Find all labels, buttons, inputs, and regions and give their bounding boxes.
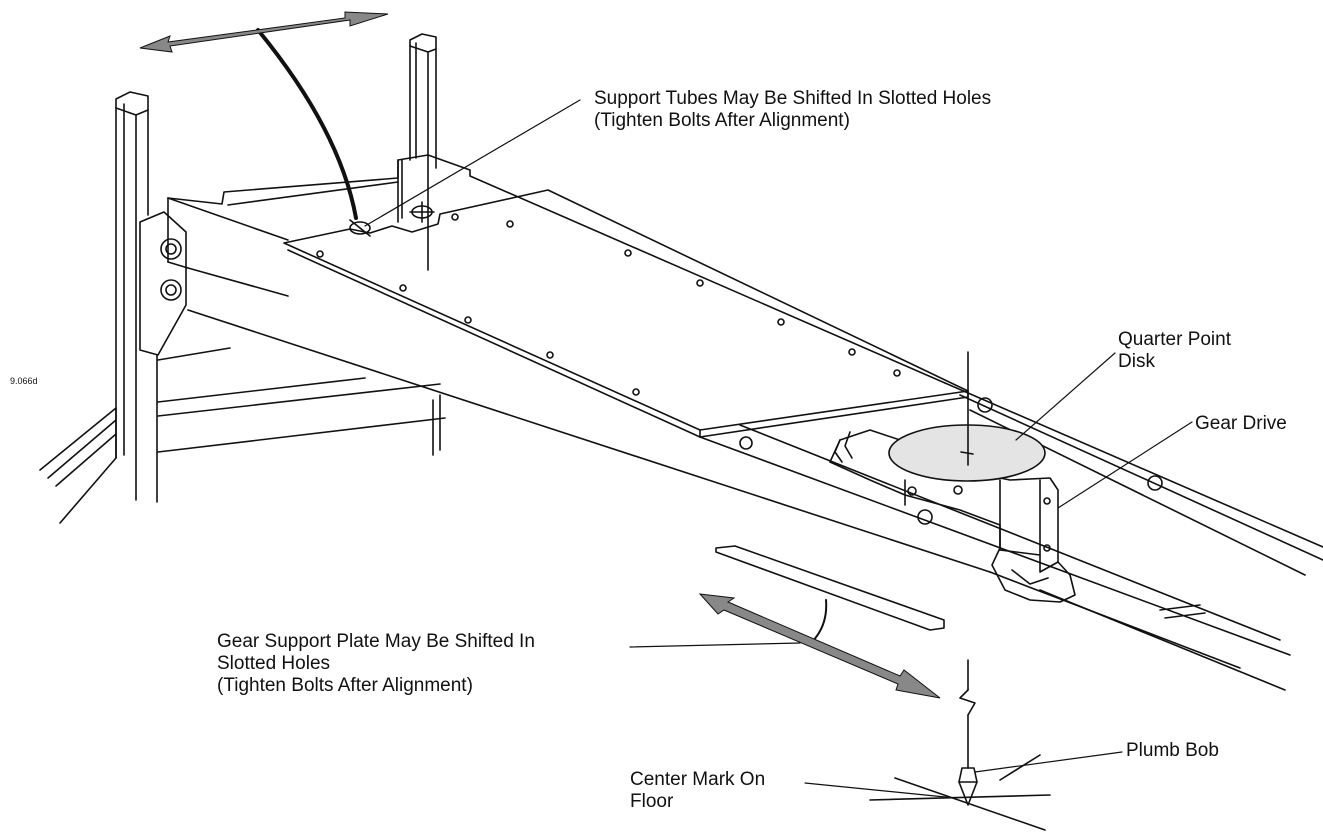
support-tube-bolts bbox=[349, 201, 435, 237]
figure-code: 9.066d bbox=[10, 376, 38, 386]
top-plate bbox=[283, 189, 969, 438]
gear-drive-label: Gear Drive bbox=[1195, 413, 1287, 434]
rear-support-tube bbox=[409, 33, 437, 271]
floor-center-mark bbox=[869, 754, 1051, 831]
center-mark-label-line2: Floor bbox=[630, 791, 674, 812]
plumb-bob bbox=[958, 351, 978, 806]
upper-arrow-curve bbox=[256, 28, 358, 220]
lower-frame-rail bbox=[39, 347, 446, 524]
lower-arrow-curve bbox=[811, 599, 828, 643]
gear-support-plate bbox=[715, 545, 945, 631]
gear-support-label-line1: Gear Support Plate May Be Shifted In bbox=[217, 631, 535, 652]
lower-double-arrow bbox=[698, 593, 941, 699]
quarter-point-label-line1: Quarter Point bbox=[1118, 329, 1231, 350]
upper-double-arrow bbox=[139, 11, 389, 53]
quarter-point-label-line2: Disk bbox=[1118, 351, 1155, 372]
gear-support-label-line3: (Tighten Bolts After Alignment) bbox=[217, 675, 473, 696]
left-bracket-plate bbox=[139, 211, 187, 356]
left-support-tube bbox=[115, 91, 158, 503]
support-tubes-label-line1: Support Tubes May Be Shifted In Slotted … bbox=[594, 88, 992, 109]
gear-support-label-line2: Slotted Holes bbox=[217, 653, 331, 674]
plumb-bob-label: Plumb Bob bbox=[1126, 740, 1219, 761]
main-beam bbox=[167, 154, 991, 573]
center-mark-label-line1: Center Mark On bbox=[630, 769, 766, 790]
support-tubes-label-line2: (Tighten Bolts After Alignment) bbox=[594, 110, 850, 131]
leader-lines bbox=[364, 99, 1193, 799]
